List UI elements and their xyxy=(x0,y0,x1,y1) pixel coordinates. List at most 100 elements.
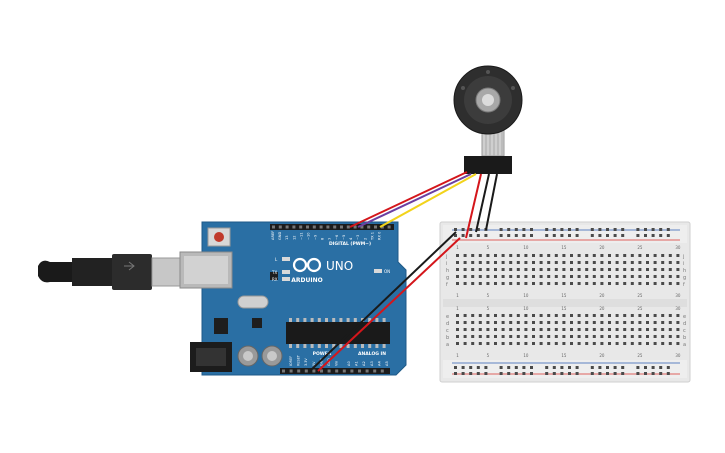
terminal-hole xyxy=(463,275,467,278)
terminal-hole xyxy=(554,342,558,345)
rail-hole xyxy=(568,366,571,369)
terminal-hole xyxy=(532,328,535,331)
terminal-hole xyxy=(676,342,680,345)
terminal-hole xyxy=(592,275,596,278)
terminal-hole xyxy=(532,268,535,271)
encoder-legs xyxy=(485,130,503,158)
row-label: g xyxy=(446,275,449,281)
analog-pin-label: A2 xyxy=(362,361,366,366)
rail-hole xyxy=(644,372,647,375)
terminal-hole xyxy=(592,335,596,338)
terminal-hole xyxy=(585,321,589,324)
terminal-hole xyxy=(653,321,657,324)
power-analog-header xyxy=(280,368,390,374)
terminal-hole xyxy=(600,314,604,317)
terminal-hole xyxy=(615,261,619,264)
terminal-hole xyxy=(471,254,475,257)
terminal-hole xyxy=(547,261,551,264)
led-tx xyxy=(282,270,290,274)
terminal-hole xyxy=(608,268,611,271)
header-hole xyxy=(320,369,323,373)
column-label: 1 xyxy=(456,245,459,250)
rotary-encoder xyxy=(453,65,523,174)
rail-hole xyxy=(552,372,556,375)
terminal-hole xyxy=(570,254,573,257)
row-label: c xyxy=(683,328,686,334)
terminal-hole xyxy=(646,335,649,338)
terminal-hole xyxy=(661,342,665,345)
power-pin-label: 5V xyxy=(312,361,316,366)
rail-hole xyxy=(499,234,503,237)
terminal-hole xyxy=(600,342,604,345)
terminal-hole xyxy=(516,275,520,278)
rail-hole xyxy=(666,228,670,231)
rail-hole xyxy=(651,372,655,375)
terminal-hole xyxy=(661,268,665,271)
terminal-hole xyxy=(585,254,589,257)
row-label: j xyxy=(445,254,447,260)
rail-hole xyxy=(469,234,473,237)
terminal-hole xyxy=(486,282,490,285)
chip-pins xyxy=(289,318,386,348)
terminal-hole xyxy=(471,328,475,331)
header-hole xyxy=(278,225,282,229)
terminal-hole xyxy=(600,261,604,264)
row-label: c xyxy=(446,328,449,334)
terminal-hole xyxy=(608,275,611,278)
rail-hole xyxy=(499,372,503,375)
terminal-hole xyxy=(471,282,475,285)
header-hole xyxy=(312,225,316,229)
terminal-hole xyxy=(623,268,627,271)
terminal-hole xyxy=(554,282,558,285)
chip-pin xyxy=(382,344,386,348)
rail-hole xyxy=(598,366,602,369)
analog-label: ANALOG IN xyxy=(358,351,386,357)
terminal-hole xyxy=(630,275,634,278)
terminal-hole xyxy=(554,328,558,331)
terminal-hole xyxy=(630,254,634,257)
terminal-hole xyxy=(494,314,497,317)
chip-pin xyxy=(332,344,336,348)
rail-hole xyxy=(651,366,655,369)
terminal-hole xyxy=(608,261,611,264)
wire-black-encoder-to-rail xyxy=(475,173,490,233)
header-hole xyxy=(312,369,316,373)
voltage-regulator xyxy=(214,318,228,334)
logo-loop-right xyxy=(306,257,322,273)
usb-cable xyxy=(38,254,181,290)
rail-hole xyxy=(590,234,594,237)
terminal-hole xyxy=(524,268,528,271)
terminal-hole xyxy=(547,282,551,285)
capacitor-2-top xyxy=(267,351,277,361)
terminal-hole xyxy=(585,314,589,317)
analog-pin-label: A0 xyxy=(347,361,351,366)
header-hole xyxy=(285,225,289,229)
header-hole xyxy=(365,369,369,373)
terminal-hole xyxy=(516,321,520,324)
terminal-hole xyxy=(456,335,459,338)
terminal-hole xyxy=(456,275,459,278)
terminal-hole xyxy=(509,342,513,345)
rail-hole xyxy=(606,366,609,369)
rail-hole xyxy=(507,228,511,231)
chip-pin xyxy=(332,318,336,322)
column-label: 10 xyxy=(523,245,529,250)
rail-hole xyxy=(461,366,465,369)
terminal-hole xyxy=(516,314,520,317)
led-rx-label: RX xyxy=(272,277,278,282)
terminal-hole xyxy=(661,282,665,285)
terminal-hole xyxy=(524,314,528,317)
terminal-hole xyxy=(554,254,558,257)
header-hole xyxy=(360,225,364,229)
terminal-hole xyxy=(478,321,482,324)
terminal-hole xyxy=(570,328,573,331)
encoder-shaft-top xyxy=(482,94,494,106)
terminal-hole xyxy=(456,261,459,264)
terminal-hole xyxy=(562,268,566,271)
terminal-hole xyxy=(471,261,475,264)
rail-hole xyxy=(545,366,549,369)
digital-pin-label: 8 xyxy=(321,237,325,240)
analog-pin-label: A4 xyxy=(377,361,381,366)
terminal-hole xyxy=(501,321,505,324)
